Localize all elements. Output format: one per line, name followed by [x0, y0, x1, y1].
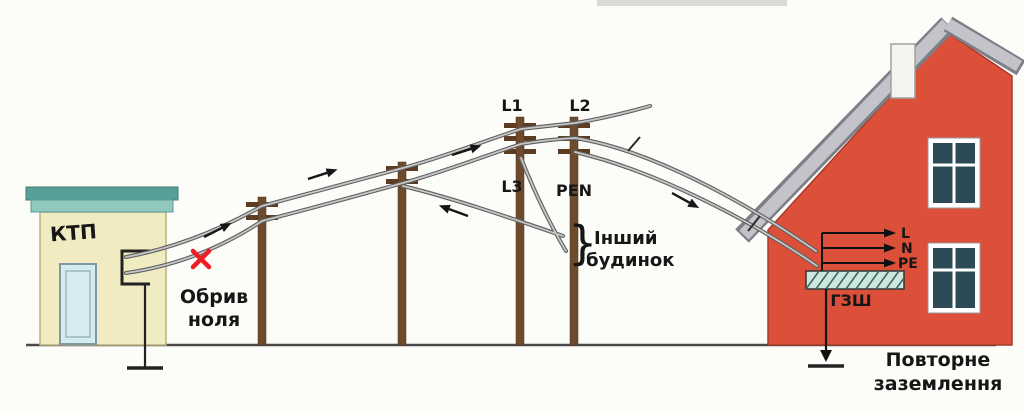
ground-arrow-icon: [820, 350, 832, 362]
bus-hatch: [805, 270, 905, 290]
overhead-wires: [124, 104, 819, 275]
arrow-head-icon: [438, 204, 451, 214]
bus-label: ГЗШ: [830, 291, 871, 310]
wire-tick: [747, 215, 761, 232]
pole: [257, 196, 267, 346]
substation-roof-top: [25, 186, 179, 201]
arrow-shaft: [203, 226, 223, 239]
substation-grounding: [127, 284, 163, 370]
pole: [569, 116, 579, 346]
cropped-caption-fragment: [597, 0, 787, 6]
bus-bar: [805, 270, 905, 290]
arrow-head-icon: [884, 258, 896, 268]
break-x-icon: [190, 248, 212, 270]
arrow-head-icon: [325, 168, 338, 178]
flow-arrow: [203, 222, 232, 239]
pole-3: [504, 116, 536, 346]
other-house-line1: Інший: [594, 228, 657, 249]
service-terminals: L N PE: [821, 226, 918, 272]
window-upper: [927, 137, 981, 209]
flow-arrow: [451, 144, 482, 157]
regrounding-line2: заземлення: [874, 373, 1003, 395]
arrow-head-icon: [687, 198, 700, 209]
service-entrance-bracket: [120, 249, 150, 286]
substation-door-panel: [65, 270, 91, 338]
terminal-label-l: L: [901, 226, 910, 242]
roof-right-slope: [944, 18, 1023, 72]
label-pen: PEN: [556, 181, 592, 200]
terminal-label-n: N: [901, 241, 913, 257]
window-lower: [927, 242, 981, 314]
other-house-line2: будинок: [586, 250, 674, 271]
main-grounding-bus: ГЗШ: [805, 270, 905, 310]
break-label-line1: Обрив: [180, 286, 248, 308]
arrow-head-icon: [219, 222, 232, 233]
terminal-label-pe: PE: [898, 256, 918, 272]
break-label-line2: ноля: [188, 309, 240, 331]
flow-arrow: [671, 191, 700, 209]
label-l3: L3: [501, 177, 522, 196]
arrow-shaft: [451, 147, 472, 157]
regrounding-line1: Повторне: [886, 349, 991, 371]
label-l1: L1: [501, 96, 522, 115]
brace-icon: }: [568, 216, 597, 270]
substation-roof-cornice: [30, 199, 174, 213]
pole: [397, 161, 407, 346]
wires: [125, 105, 818, 274]
label-l2: L2: [569, 96, 590, 115]
arrow-head-icon: [884, 243, 896, 253]
house: [735, 16, 1024, 346]
wire-tick: [627, 136, 641, 152]
arrow-head-icon: [469, 144, 482, 154]
arrow-shaft: [307, 171, 328, 181]
arrow-head-icon: [884, 228, 896, 238]
substation-label: КТП: [49, 219, 97, 246]
house-grounding: [808, 289, 844, 368]
flow-arrow: [438, 204, 469, 218]
substation-building: КТП: [25, 186, 179, 346]
arrow-shaft: [671, 191, 691, 204]
pole: [515, 116, 525, 346]
chimney: [890, 43, 916, 99]
flow-arrow: [307, 168, 338, 181]
arrow-shaft: [448, 208, 469, 218]
